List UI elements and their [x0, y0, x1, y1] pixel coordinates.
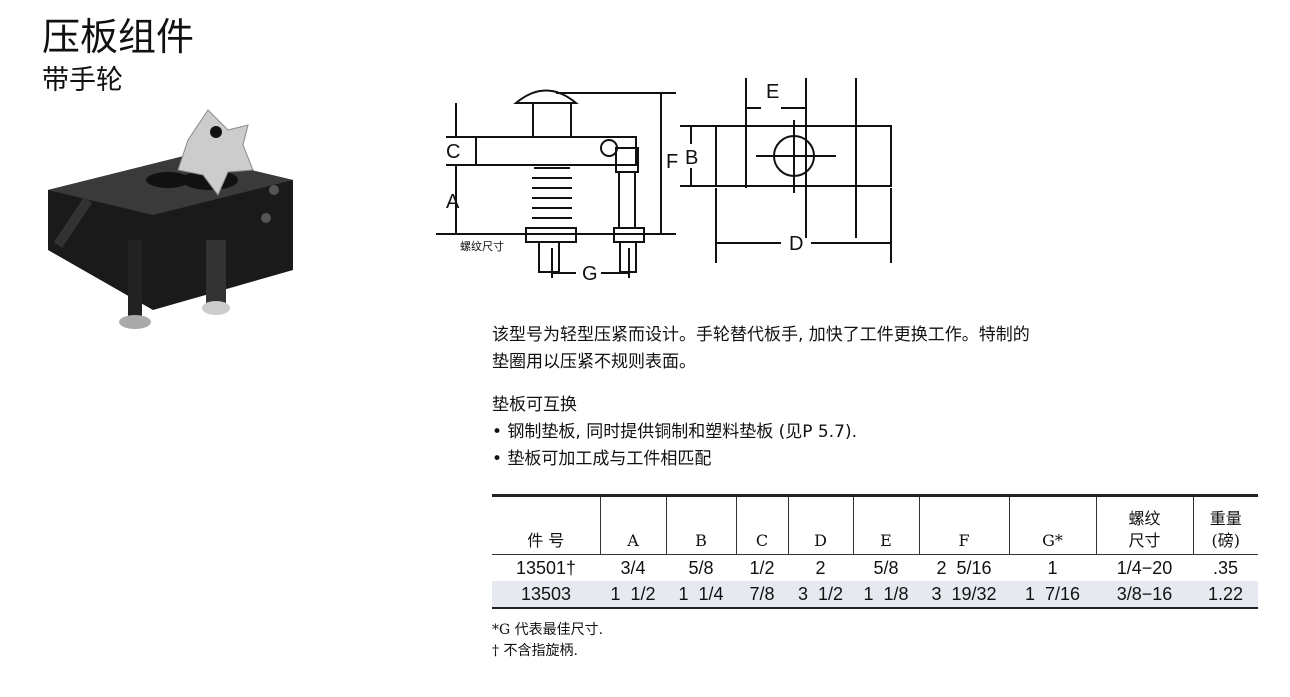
cell: 3/8−16	[1096, 581, 1193, 608]
description-line-2: 垫圈用以压紧不规则表面。	[492, 352, 696, 372]
pads-bullet-1: • 钢制垫板, 同时提供铜制和塑料垫板 (见P 5.7).	[492, 422, 858, 442]
cell: 7/8	[736, 581, 788, 608]
cell: 13501†	[515, 557, 577, 578]
col-part-no: 件 号	[492, 495, 600, 555]
label-d: D	[789, 233, 803, 255]
col-thread: 螺纹 尺寸	[1095, 495, 1193, 555]
cell: 13503	[492, 581, 600, 608]
col-e: E	[852, 495, 919, 555]
table-header: 件 号 A B C D E F G* 螺纹 尺寸 重量 (磅)	[492, 495, 1258, 555]
label-e: E	[766, 81, 779, 103]
cell: 1 7/16	[1009, 581, 1096, 608]
cell: 1 1/8	[853, 581, 919, 608]
footnote-g: *G 代表最佳尺寸.	[492, 622, 604, 638]
col-d: D	[787, 495, 853, 555]
cell: 3 1/2	[788, 581, 853, 608]
cell: 5/8	[688, 557, 714, 578]
label-a: A	[446, 191, 460, 213]
cell: .35	[1212, 557, 1239, 578]
cell: 5/8	[873, 557, 899, 578]
col-b: B	[665, 495, 736, 555]
spec-table: 件 号 A B C D E F G* 螺纹 尺寸 重量 (磅) 13501† 3/…	[492, 494, 1258, 609]
cell: 2	[815, 557, 826, 578]
description-line-1: 该型号为轻型压紧而设计。手轮替代板手, 加快了工件更换工作。特制的	[492, 325, 1030, 345]
col-a: A	[599, 495, 666, 555]
pads-heading: 垫板可互换	[492, 395, 577, 415]
cell: 1	[1047, 557, 1058, 578]
cell: 1 1/4	[666, 581, 736, 608]
cell: 1/2	[749, 557, 775, 578]
label-b: B	[685, 147, 698, 169]
cell: 1 1/2	[600, 581, 666, 608]
product-photo	[48, 109, 293, 329]
label-c: C	[446, 141, 460, 163]
page-title: 压板组件	[42, 15, 195, 59]
cell: 1/4−20	[1116, 557, 1173, 578]
footnote-dagger: † 不含指旋柄.	[492, 643, 578, 659]
cell: 2 5/16	[936, 557, 992, 578]
col-weight: 重量 (磅)	[1192, 495, 1258, 555]
label-g: G	[582, 263, 598, 285]
cell: 3 19/32	[919, 581, 1009, 608]
page-subtitle: 带手轮	[42, 65, 123, 96]
pads-bullet-2: • 垫板可加工成与工件相匹配	[492, 449, 712, 469]
col-g: G*	[1008, 495, 1096, 555]
cell: 3/4	[620, 557, 646, 578]
label-thread: 螺纹尺寸	[460, 239, 504, 253]
label-f: F	[666, 151, 678, 173]
cell: 1.22	[1193, 581, 1258, 608]
col-c: C	[735, 495, 788, 555]
table-row: 13501† 3/4 5/8 1/2 2 5/8 2 5/16 1 1/4−20 .35	[492, 555, 1258, 582]
dimension-drawing: C A F G 螺纹尺寸 E B D	[436, 78, 892, 285]
col-f: F	[918, 495, 1009, 555]
